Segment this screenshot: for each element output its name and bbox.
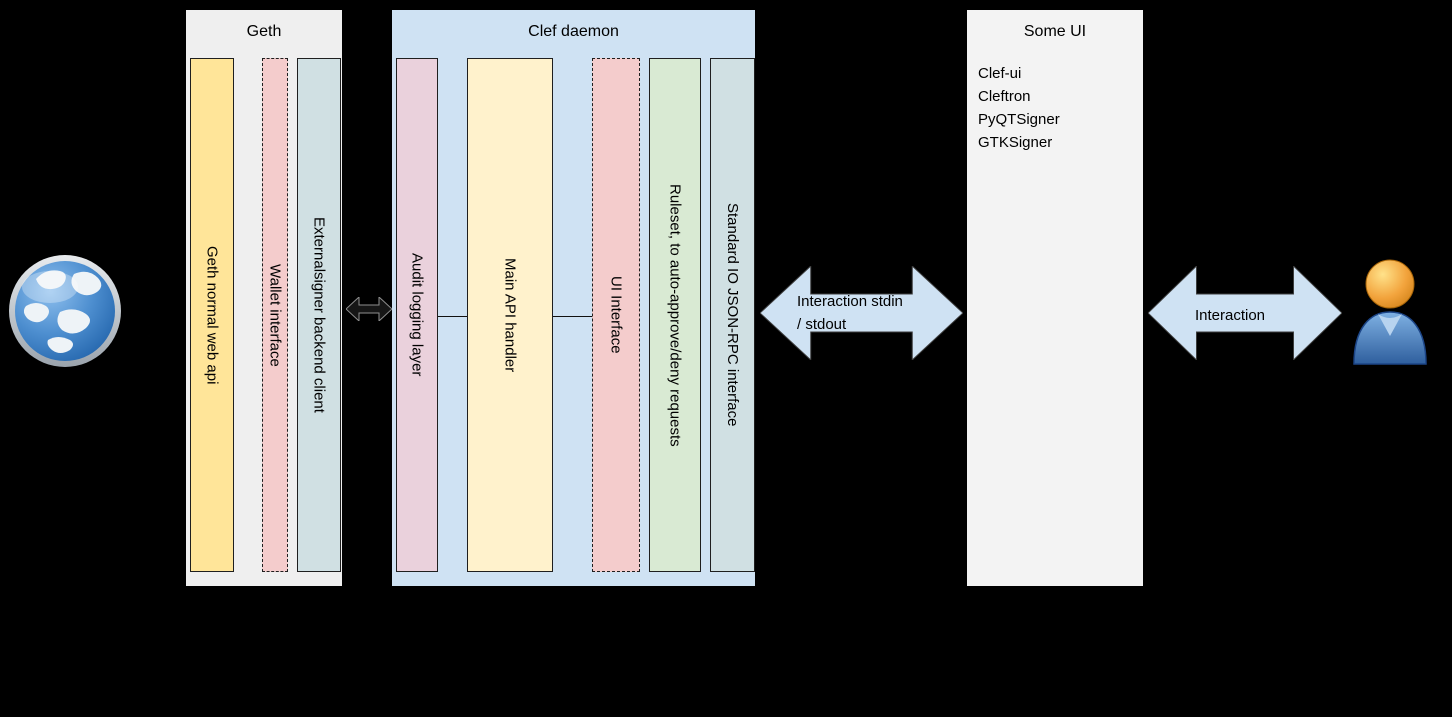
ui-implementation-item: Clef-ui	[978, 65, 1022, 82]
bar-label: Geth normal web api	[203, 245, 221, 385]
connector-line-mainapi-uiinterface	[553, 316, 592, 317]
globe-icon-svg	[9, 255, 121, 367]
geth-clef-arrow-icon	[345, 295, 393, 323]
geth-title: Geth	[246, 23, 282, 40]
bar-ruleset-auto-approve-deny: Ruleset, to auto-approve/deny requests	[649, 58, 701, 572]
user-icon-svg	[1353, 259, 1427, 365]
stdin-stdout-label-line1: Interaction stdin	[797, 293, 903, 310]
bar-label: Externalsigner backend client	[310, 217, 328, 413]
ui-implementations-list: Clef-ui Cleftron PyQTSigner GTKSigner	[978, 62, 1060, 154]
bar-standard-io-json-rpc-interface: Standard IO JSON-RPC interface	[710, 58, 755, 572]
user-icon	[1350, 256, 1430, 366]
stdin-stdout-label-line2: / stdout	[797, 316, 847, 333]
bar-label: Standard IO JSON-RPC interface	[724, 203, 741, 427]
interaction-label: Interaction	[1194, 307, 1266, 324]
some-ui-title: Some UI	[1023, 23, 1087, 40]
bar-audit-logging-layer: Audit logging layer	[396, 58, 438, 572]
bar-externalsigner-backend-client: Externalsigner backend client	[297, 58, 341, 572]
bar-label: Main API handler	[501, 257, 519, 373]
stdin-stdout-label: Interaction stdin / stdout	[797, 290, 903, 336]
double-arrow-icon	[345, 295, 393, 323]
connector-line-audit-mainapi	[438, 316, 467, 317]
bar-label: Audit logging layer	[408, 253, 426, 377]
ui-implementation-item: PyQTSigner	[978, 111, 1060, 128]
bar-main-api-handler: Main API handler	[467, 58, 553, 572]
ui-implementation-item: Cleftron	[978, 88, 1031, 105]
bar-wallet-interface: Wallet interface	[262, 58, 288, 572]
some-ui-container: Some UI Clef-ui Cleftron PyQTSigner GTKS…	[967, 10, 1143, 586]
bar-label: UI Interface	[607, 276, 625, 354]
bar-geth-normal-web-api: Geth normal web api	[190, 58, 234, 572]
clef-daemon-title: Clef daemon	[528, 23, 619, 40]
globe-icon	[8, 254, 122, 368]
bar-label: Ruleset, to auto-approve/deny requests	[666, 183, 684, 447]
bar-label: Wallet interface	[266, 263, 284, 367]
bar-ui-interface: UI Interface	[592, 58, 640, 572]
ui-implementation-item: GTKSigner	[978, 134, 1053, 151]
